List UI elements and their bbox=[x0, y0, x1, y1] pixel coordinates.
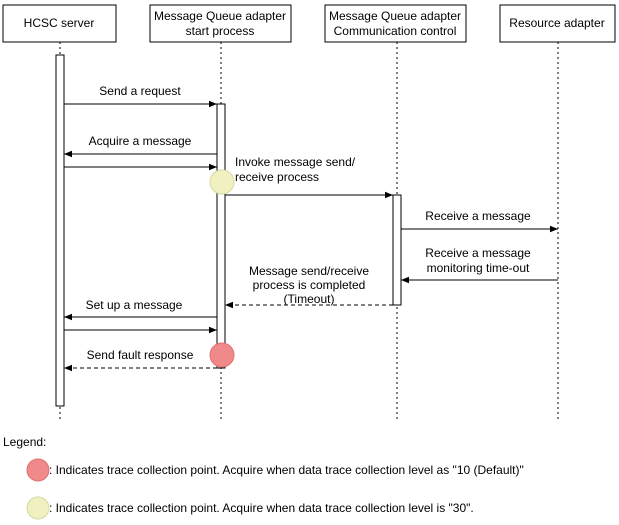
trace-point-level-10 bbox=[209, 342, 235, 368]
legend-title: Legend: bbox=[3, 435, 46, 449]
label-process-completed: Message send/receive bbox=[249, 264, 369, 278]
participant-label: Message Queue adapter bbox=[329, 9, 461, 23]
legend-icon-level-10 bbox=[26, 458, 50, 482]
label-process-completed: process is completed bbox=[253, 278, 366, 292]
label-receive-message: Receive a message bbox=[425, 209, 531, 223]
activation-mq-start bbox=[216, 103, 226, 369]
participant-label: start process bbox=[186, 24, 255, 38]
label-send-fault-response: Send fault response bbox=[87, 348, 194, 362]
label-send-request: Send a request bbox=[99, 84, 181, 98]
participant-mq-communication-control: Message Queue adapter Communication cont… bbox=[324, 4, 467, 43]
participant-label: HCSC server bbox=[24, 16, 95, 30]
participant-label: Communication control bbox=[334, 24, 457, 38]
label-process-completed: (Timeout) bbox=[284, 292, 335, 306]
activation-hcsc bbox=[55, 54, 65, 407]
trace-point-level-30 bbox=[209, 169, 235, 195]
label-invoke-process: receive process bbox=[235, 170, 319, 184]
label-set-up-message: Set up a message bbox=[86, 298, 183, 312]
legend-text-level-10: : Indicates trace collection point. Acqu… bbox=[49, 463, 524, 477]
participant-hcsc-server: HCSC server bbox=[2, 4, 117, 43]
legend-text-level-30: : Indicates trace collection point. Acqu… bbox=[49, 501, 474, 515]
label-invoke-process: Invoke message send/ bbox=[235, 155, 356, 169]
participant-label: Resource adapter bbox=[509, 16, 604, 30]
participant-resource-adapter: Resource adapter bbox=[499, 4, 616, 43]
label-monitoring-timeout: Receive a message bbox=[425, 246, 531, 260]
participant-label: Message Queue adapter bbox=[154, 9, 286, 23]
participant-mq-start-process: Message Queue adapter start process bbox=[149, 4, 292, 43]
label-monitoring-timeout: monitoring time-out bbox=[427, 261, 530, 275]
label-acquire-message: Acquire a message bbox=[89, 134, 192, 148]
legend-icon-level-30 bbox=[26, 496, 50, 520]
activation-mq-comm bbox=[392, 194, 402, 306]
